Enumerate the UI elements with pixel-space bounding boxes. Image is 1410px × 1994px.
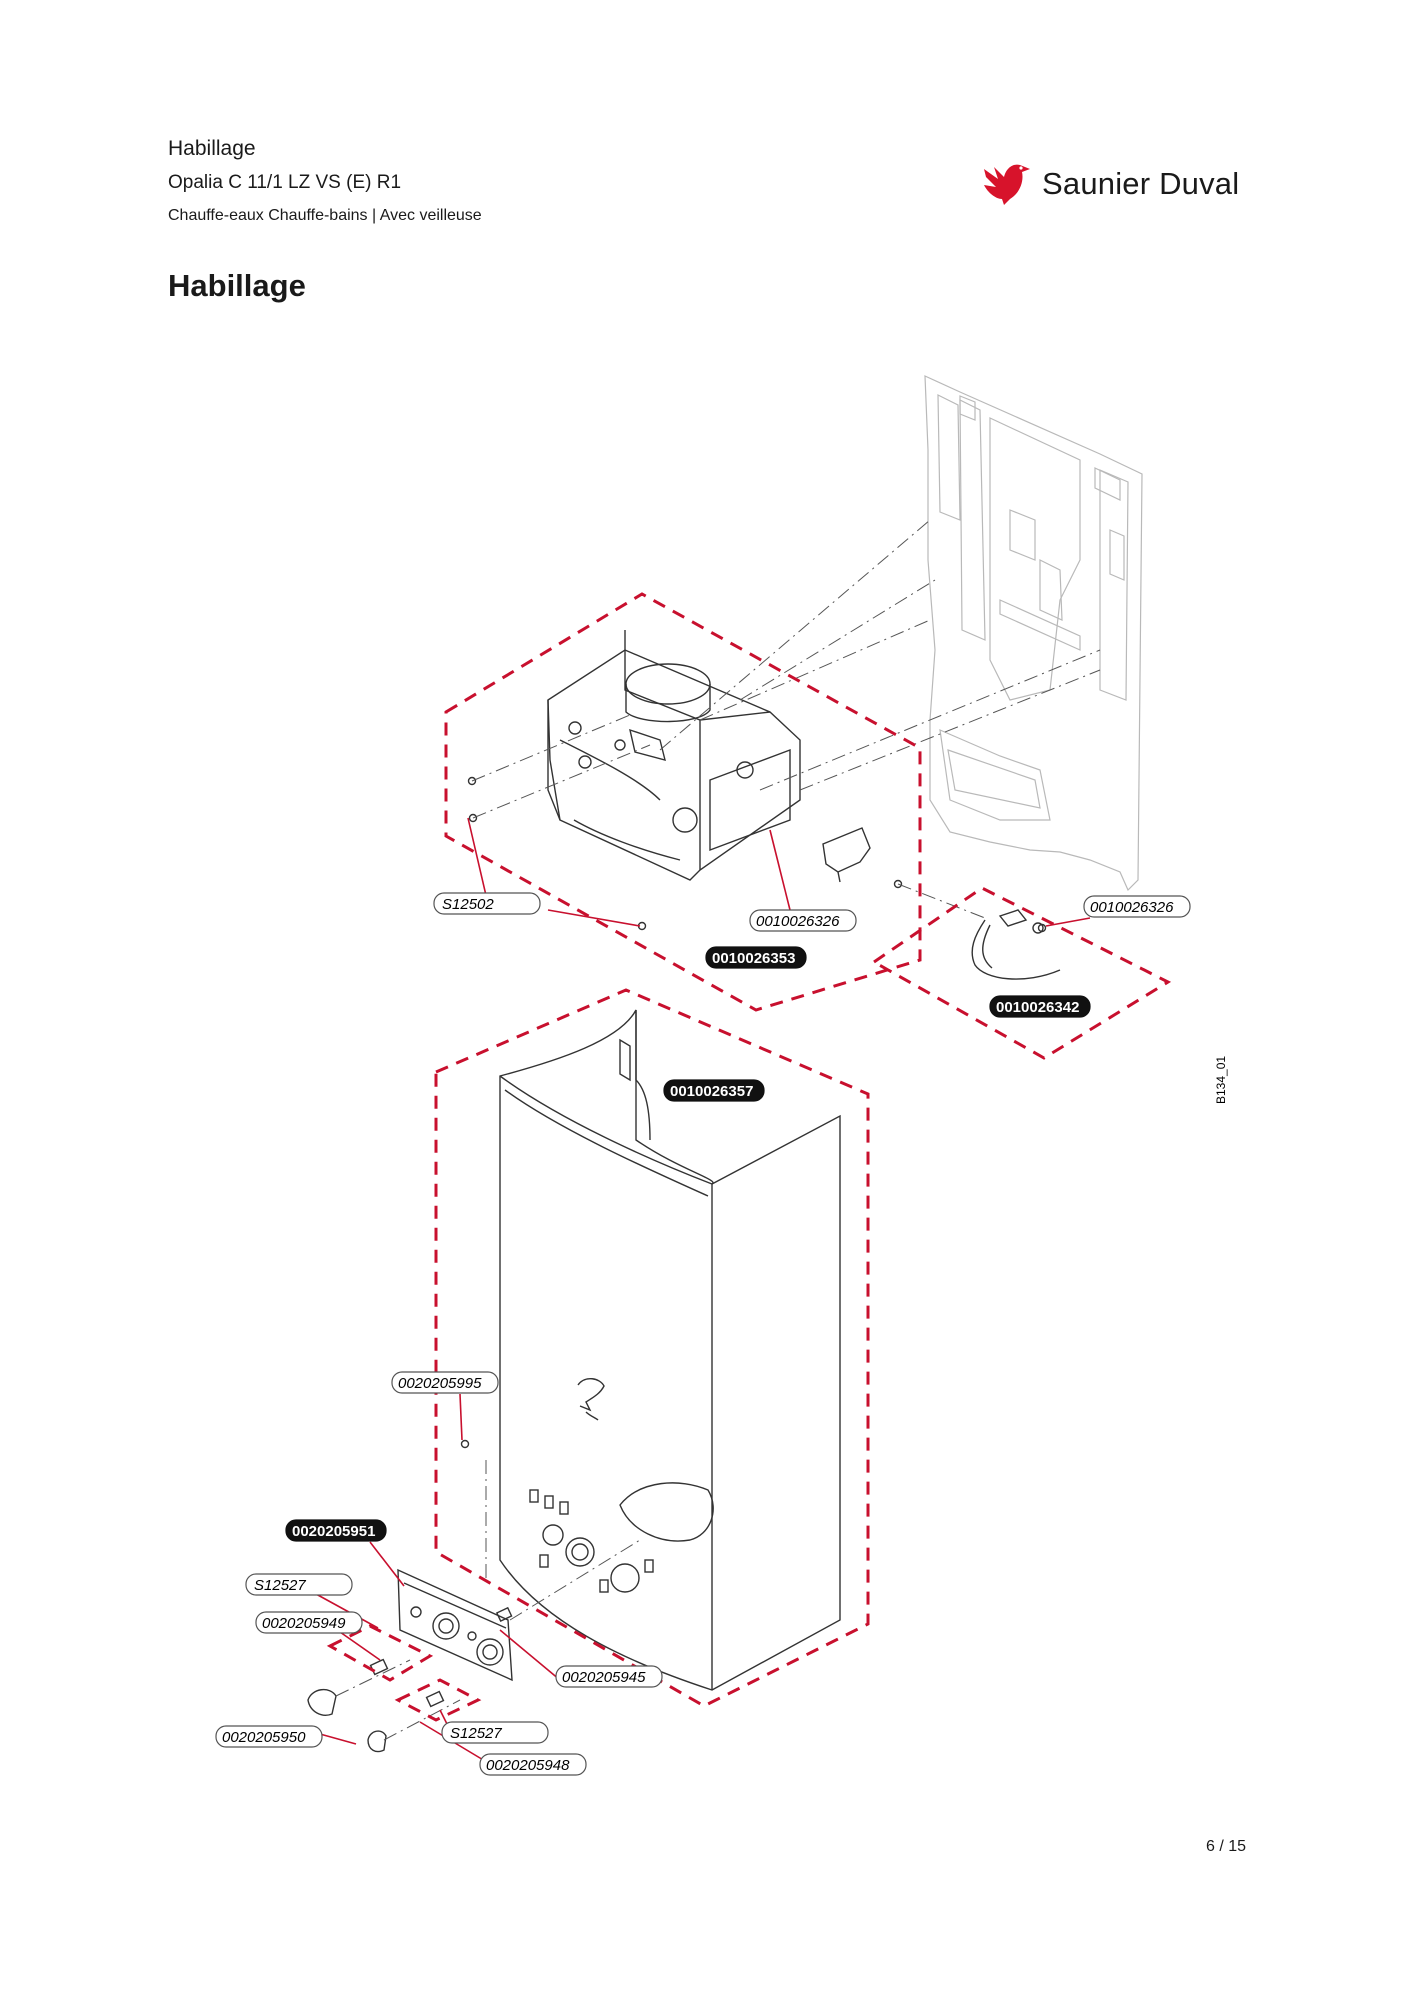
back-frame <box>924 375 1143 892</box>
callout-0010026342: 0010026342 <box>989 995 1091 1018</box>
svg-text:0010026353: 0010026353 <box>712 950 795 967</box>
section-title: Habillage <box>168 268 306 303</box>
front-casing <box>499 1009 841 1691</box>
header-model: Opalia C 11/1 LZ VS (E) R1 <box>168 172 402 193</box>
callout-0010026353: 0010026353 <box>705 946 807 969</box>
bracket <box>822 827 871 883</box>
callout-0020205995: 0020205995 <box>391 1371 499 1394</box>
svg-text:0010026326: 0010026326 <box>756 913 840 930</box>
callout-0010026357: 0010026357 <box>663 1079 765 1102</box>
bird-logo-icon <box>984 164 1030 205</box>
control-fascia <box>397 1568 513 1682</box>
callout-0010026326-chamber: 0010026326 <box>749 909 857 932</box>
header-title: Habillage <box>168 137 256 160</box>
svg-text:0020205951: 0020205951 <box>292 1523 375 1540</box>
callout-0020205948: 0020205948 <box>479 1753 587 1776</box>
brand-logo: Saunier Duval <box>980 156 1250 212</box>
callout-0020205950: 0020205950 <box>215 1725 323 1748</box>
callout-0020205945: 0020205945 <box>555 1665 663 1688</box>
callout-s12502: S12502 <box>433 892 541 915</box>
callout-0010026326-thermo: 0010026326 <box>1083 895 1191 918</box>
combustion-chamber <box>547 630 801 881</box>
svg-text:0020205950: 0020205950 <box>222 1729 306 1746</box>
brand-name: Saunier Duval <box>1042 166 1240 201</box>
svg-text:S12502: S12502 <box>442 896 494 913</box>
header-category: Chauffe-eaux Chauffe-bains | Avec veille… <box>168 207 482 224</box>
svg-text:0010026357: 0010026357 <box>670 1083 753 1100</box>
callouts: S12502 0010026326 0010026353 0010026326 … <box>215 892 1191 1776</box>
callout-s12527-lower: S12527 <box>441 1721 549 1744</box>
svg-text:0020205949: 0020205949 <box>262 1615 346 1632</box>
page-number: 6 / 15 <box>1205 1838 1246 1855</box>
svg-text:0020205945: 0020205945 <box>562 1669 646 1686</box>
assembly-group-boundaries <box>326 592 1172 1722</box>
diagram-ref-code: B134_01 <box>1214 1056 1228 1104</box>
svg-text:0020205995: 0020205995 <box>398 1375 482 1392</box>
svg-text:0020205948: 0020205948 <box>486 1757 570 1774</box>
screws <box>460 776 1047 1449</box>
svg-text:0010026326: 0010026326 <box>1090 899 1174 916</box>
svg-text:S12527: S12527 <box>254 1577 306 1594</box>
callout-s12527-upper: S12527 <box>245 1573 353 1596</box>
document-header: Habillage Opalia C 11/1 LZ VS (E) R1 Cha… <box>168 132 482 232</box>
thermocouple <box>971 909 1061 980</box>
assembly-axes <box>335 519 1101 1741</box>
callout-0020205951: 0020205951 <box>285 1519 387 1542</box>
svg-text:S12527: S12527 <box>450 1725 502 1742</box>
callout-0020205949: 0020205949 <box>255 1611 363 1634</box>
leader-lines <box>315 817 1091 1765</box>
svg-text:0010026342: 0010026342 <box>996 999 1079 1016</box>
